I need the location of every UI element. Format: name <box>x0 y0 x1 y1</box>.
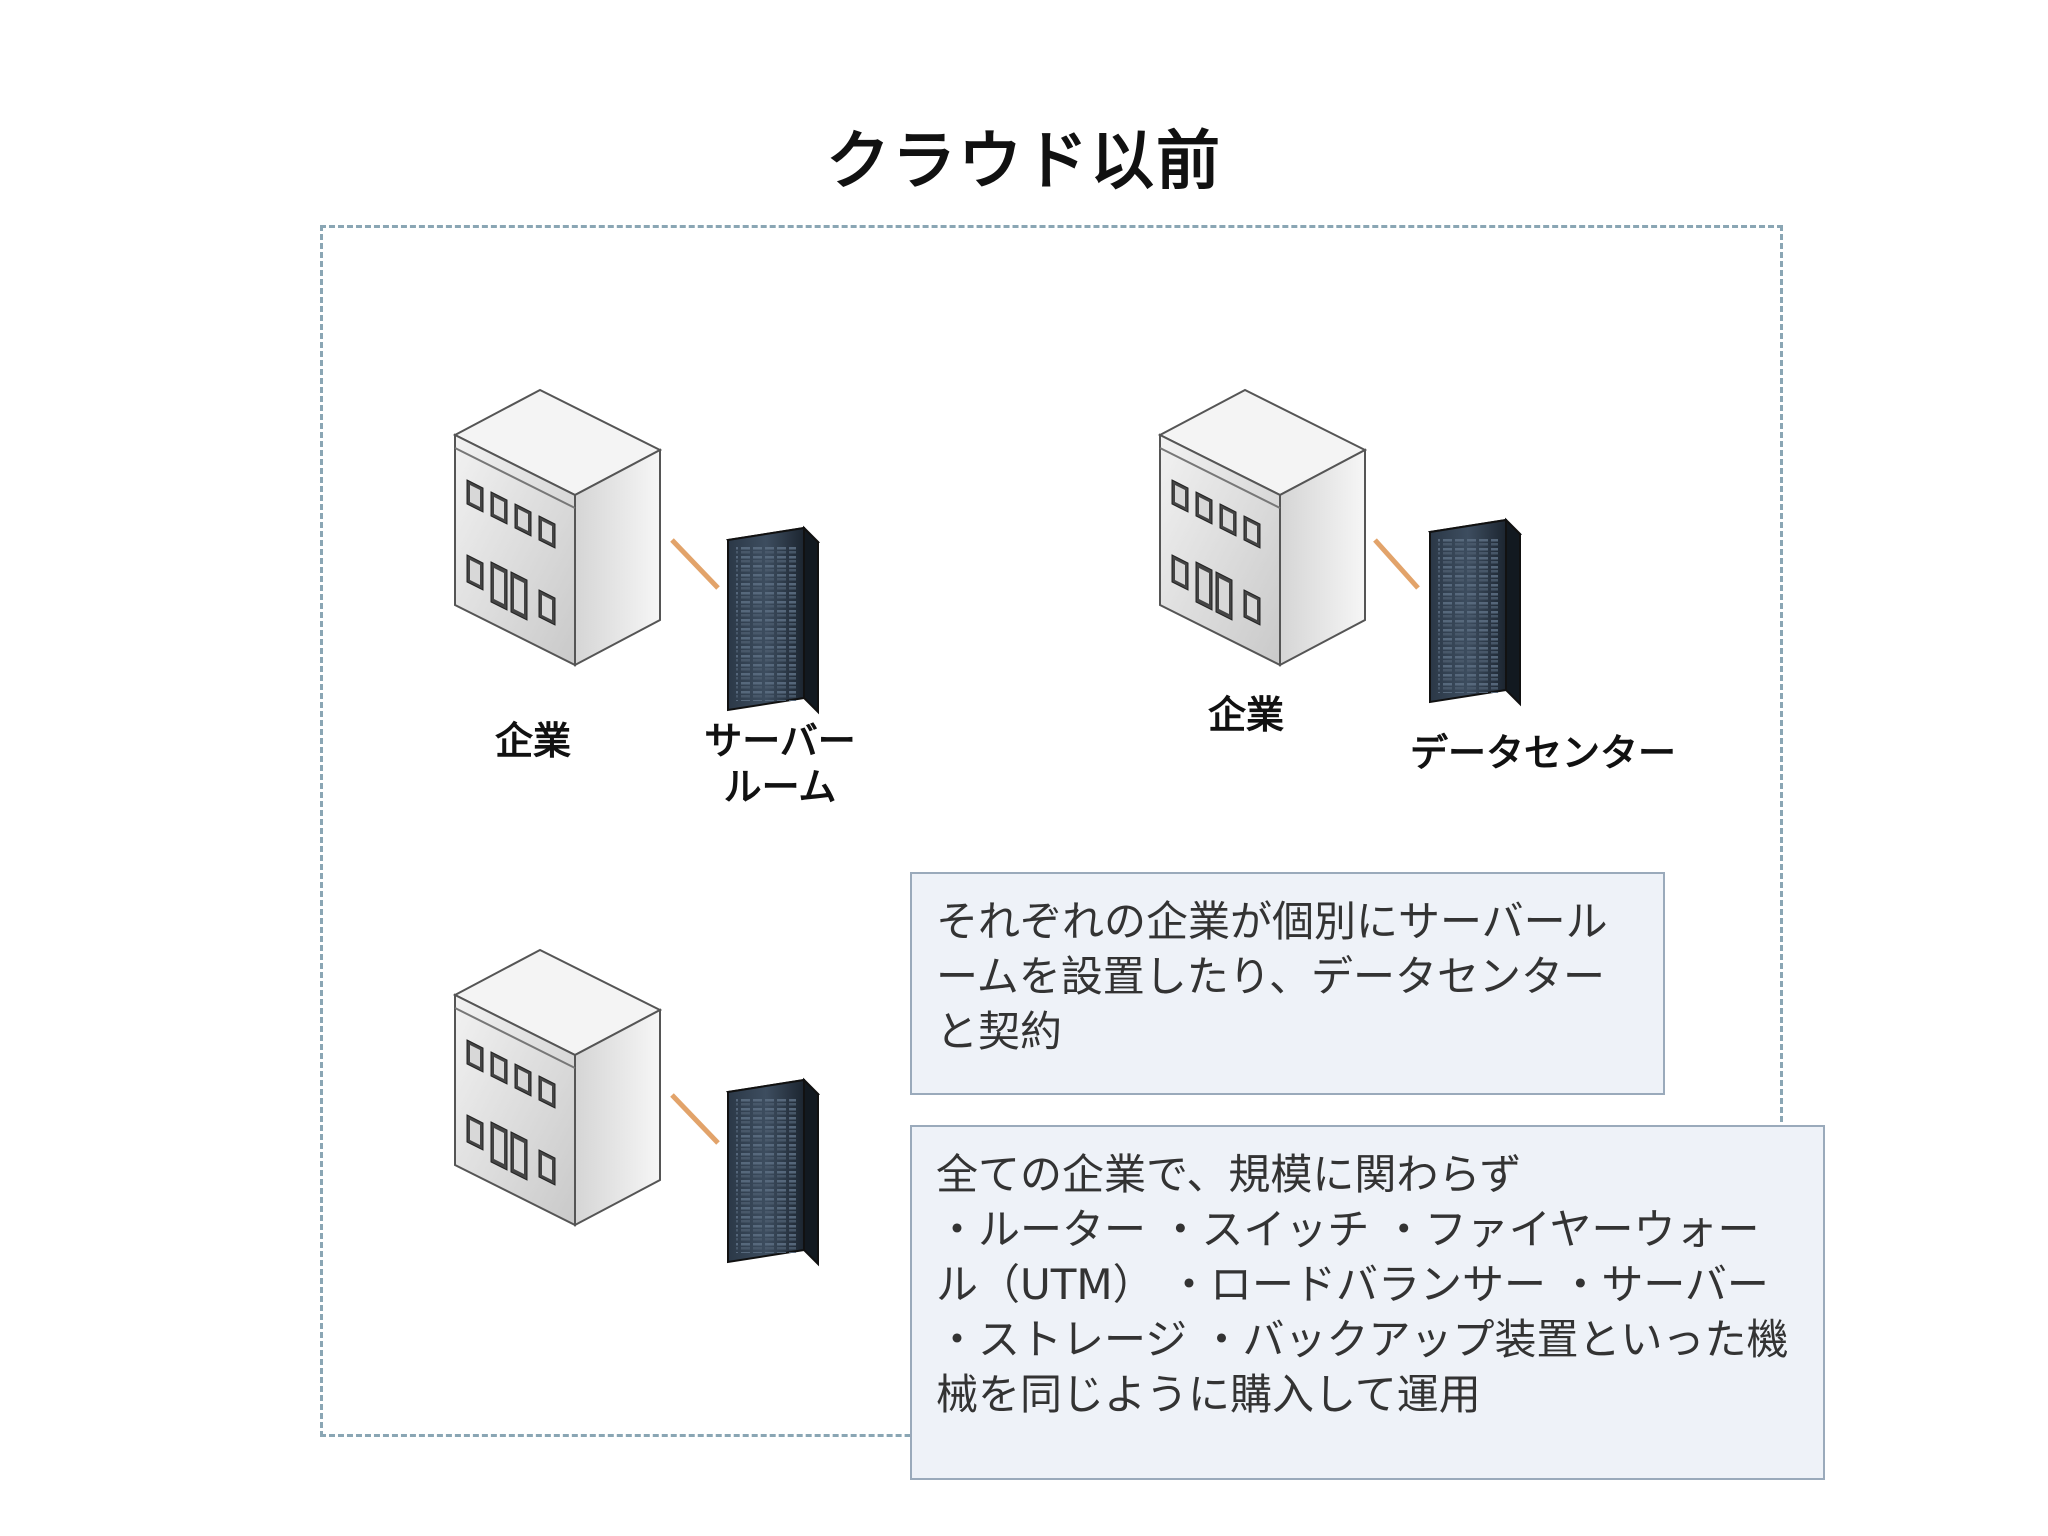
label-server-room: サーバー ルーム <box>704 719 856 809</box>
note-text-1: それぞれの企業が個別にサーバールームを設置したり、データセンターと契約 <box>936 897 1608 1056</box>
page-title: クラウド以前 <box>826 125 1222 199</box>
note-text-2: 全ての企業で、規模に関わらず ・ルーター ・スイッチ ・ファイヤーウォール（UT… <box>936 1150 1789 1419</box>
connector-line-2 <box>1373 538 1420 590</box>
building-icon-3 <box>454 949 661 1226</box>
label-company-1: 企業 <box>495 719 572 763</box>
server-rack-icon-1 <box>727 527 819 713</box>
label-company-2: 企業 <box>1208 693 1285 737</box>
server-rack-icon-2 <box>1429 519 1521 705</box>
connector-line-1 <box>670 538 720 590</box>
note-box-2: 全ての企業で、規模に関わらず ・ルーター ・スイッチ ・ファイヤーウォール（UT… <box>910 1125 1825 1480</box>
connector-line-3 <box>670 1093 720 1145</box>
building-icon-2 <box>1159 389 1366 666</box>
server-rack-icon-3 <box>727 1079 819 1265</box>
label-datacenter: データセンター <box>1410 731 1677 775</box>
building-icon-1 <box>454 389 661 666</box>
note-box-1: それぞれの企業が個別にサーバールームを設置したり、データセンターと契約 <box>910 872 1665 1095</box>
